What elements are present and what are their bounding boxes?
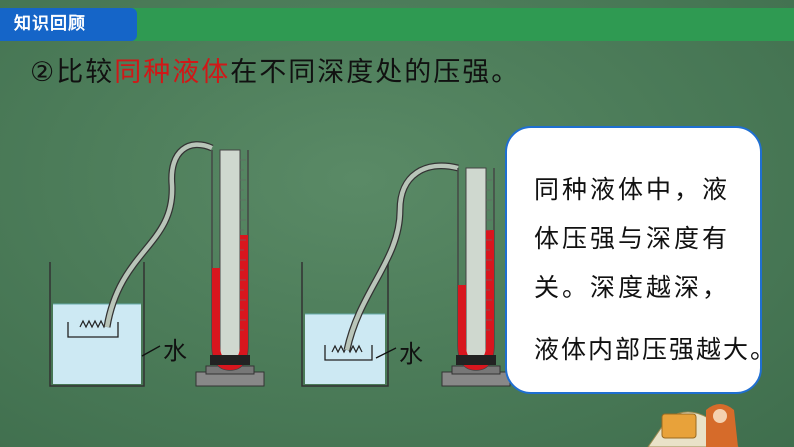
section-tag: 知识回顾	[0, 8, 137, 41]
water-label-1: 水	[163, 337, 187, 365]
tube-1	[103, 141, 214, 328]
conclusion-callout	[505, 126, 762, 394]
callout-line-1: 同种液体中，液	[534, 175, 731, 204]
heading-suffix: 在不同深度处的压强。	[230, 57, 521, 88]
manometer-1	[195, 149, 265, 387]
callout-line-4: 液体内部压强越大。	[534, 335, 778, 364]
callout-line-3: 关。深度越深，	[534, 273, 731, 302]
heading-highlight: 同种液体	[114, 57, 231, 88]
water-pointer-1	[141, 345, 161, 357]
beaker-1	[49, 262, 145, 387]
heading-prefix: ②比较	[30, 57, 115, 88]
tube-2	[343, 162, 459, 351]
water-pointer-2	[375, 347, 397, 359]
cartoon-figure	[647, 404, 739, 447]
water-label-2: 水	[399, 340, 423, 368]
manometer-2	[441, 167, 511, 387]
heading: ②比较同种液体在不同深度处的压强。	[30, 50, 520, 89]
callout-line-2: 体压强与深度有	[534, 224, 731, 253]
